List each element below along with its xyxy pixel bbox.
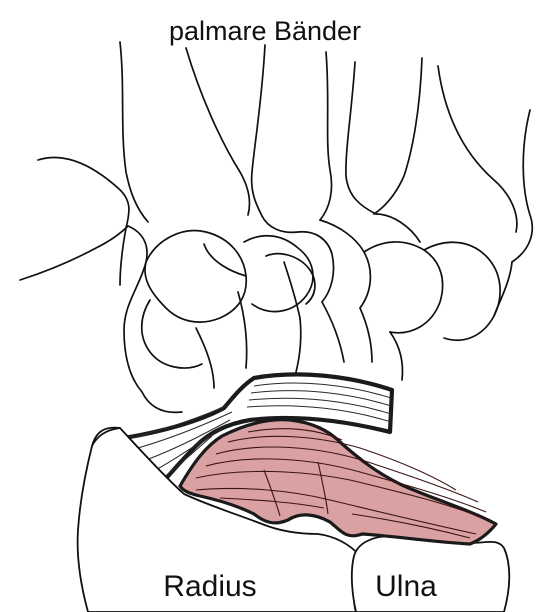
diagram-title: palmare Bänder <box>169 16 361 46</box>
metacarpal-bones <box>20 42 532 285</box>
ulna-bone: Ulna <box>352 536 509 612</box>
radius-label: Radius <box>163 570 256 603</box>
ulna-label: Ulna <box>375 570 437 603</box>
